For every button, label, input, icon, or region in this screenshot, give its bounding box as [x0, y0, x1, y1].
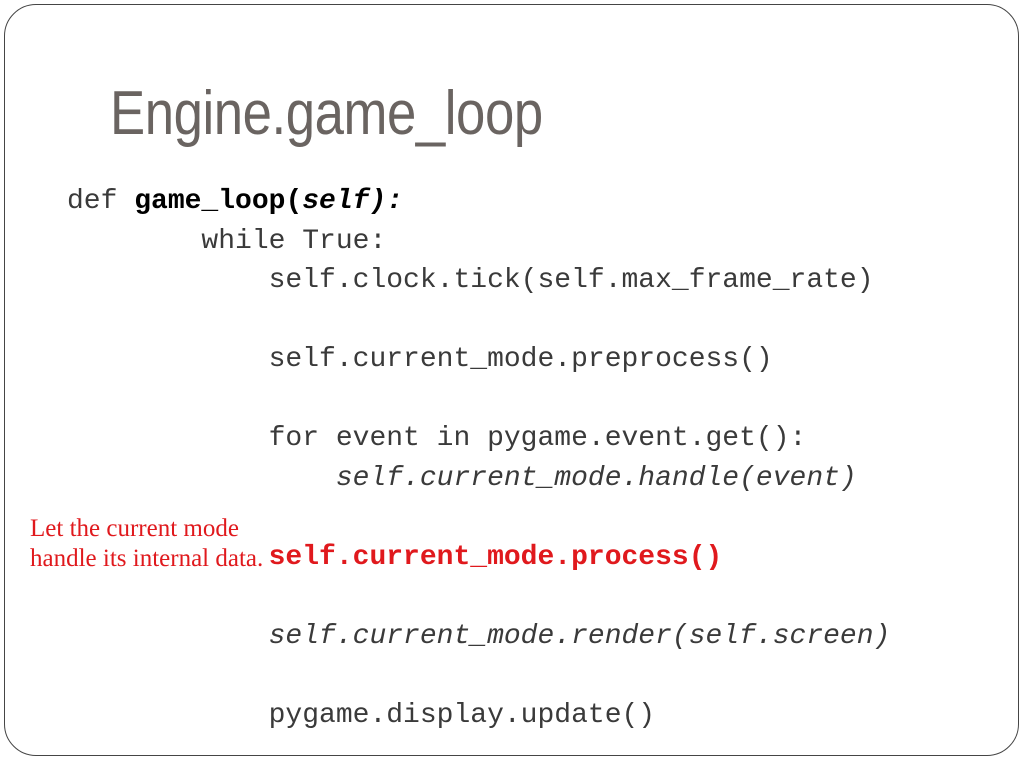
code-line-def: def game_loop(self): [67, 182, 890, 222]
code-line-render: self.current_mode.render(self.screen) [67, 617, 891, 657]
annotation-note: Let the current mode handle its internal… [30, 514, 263, 574]
annotation-line-1: Let the current mode [30, 515, 239, 542]
code-line-display-update: pygame.display.update() [67, 696, 890, 736]
code-line-for-event: for event in pygame.event.get(): [67, 419, 890, 459]
code-line-handle: self.current_mode.handle(event) [67, 459, 890, 499]
code-line-preprocess: self.current_mode.preprocess() [67, 340, 890, 380]
code-line-process-highlighted: self.current_mode.process() [67, 538, 890, 578]
code-text: pygame.display.update() [67, 699, 656, 731]
code-text-italic: self.current_mode.render(self.screen) [67, 620, 891, 652]
annotation-line-2: handle its internal data. [30, 545, 264, 572]
code-func-args: self): [302, 186, 404, 217]
code-keyword-def: def [67, 186, 135, 217]
code-func-name: game_loop( [134, 186, 303, 217]
code-line-clock-tick: self.clock.tick(self.max_frame_rate) [67, 261, 890, 301]
code-text-highlighted: self.current_mode.process() [67, 541, 723, 573]
code-text: while True: [67, 225, 387, 257]
code-text: for event in pygame.event.get(): [67, 423, 807, 454]
code-line-while: while True: [67, 222, 890, 262]
code-text: self.clock.tick(self.max_frame_rate) [67, 265, 874, 296]
page-title: Engine.game_loop [110, 79, 543, 148]
code-text: self.current_mode.preprocess() [67, 344, 773, 375]
code-text-italic: self.current_mode.handle(event) [67, 462, 857, 494]
code-block: def game_loop(self): while True: self.cl… [67, 182, 890, 735]
